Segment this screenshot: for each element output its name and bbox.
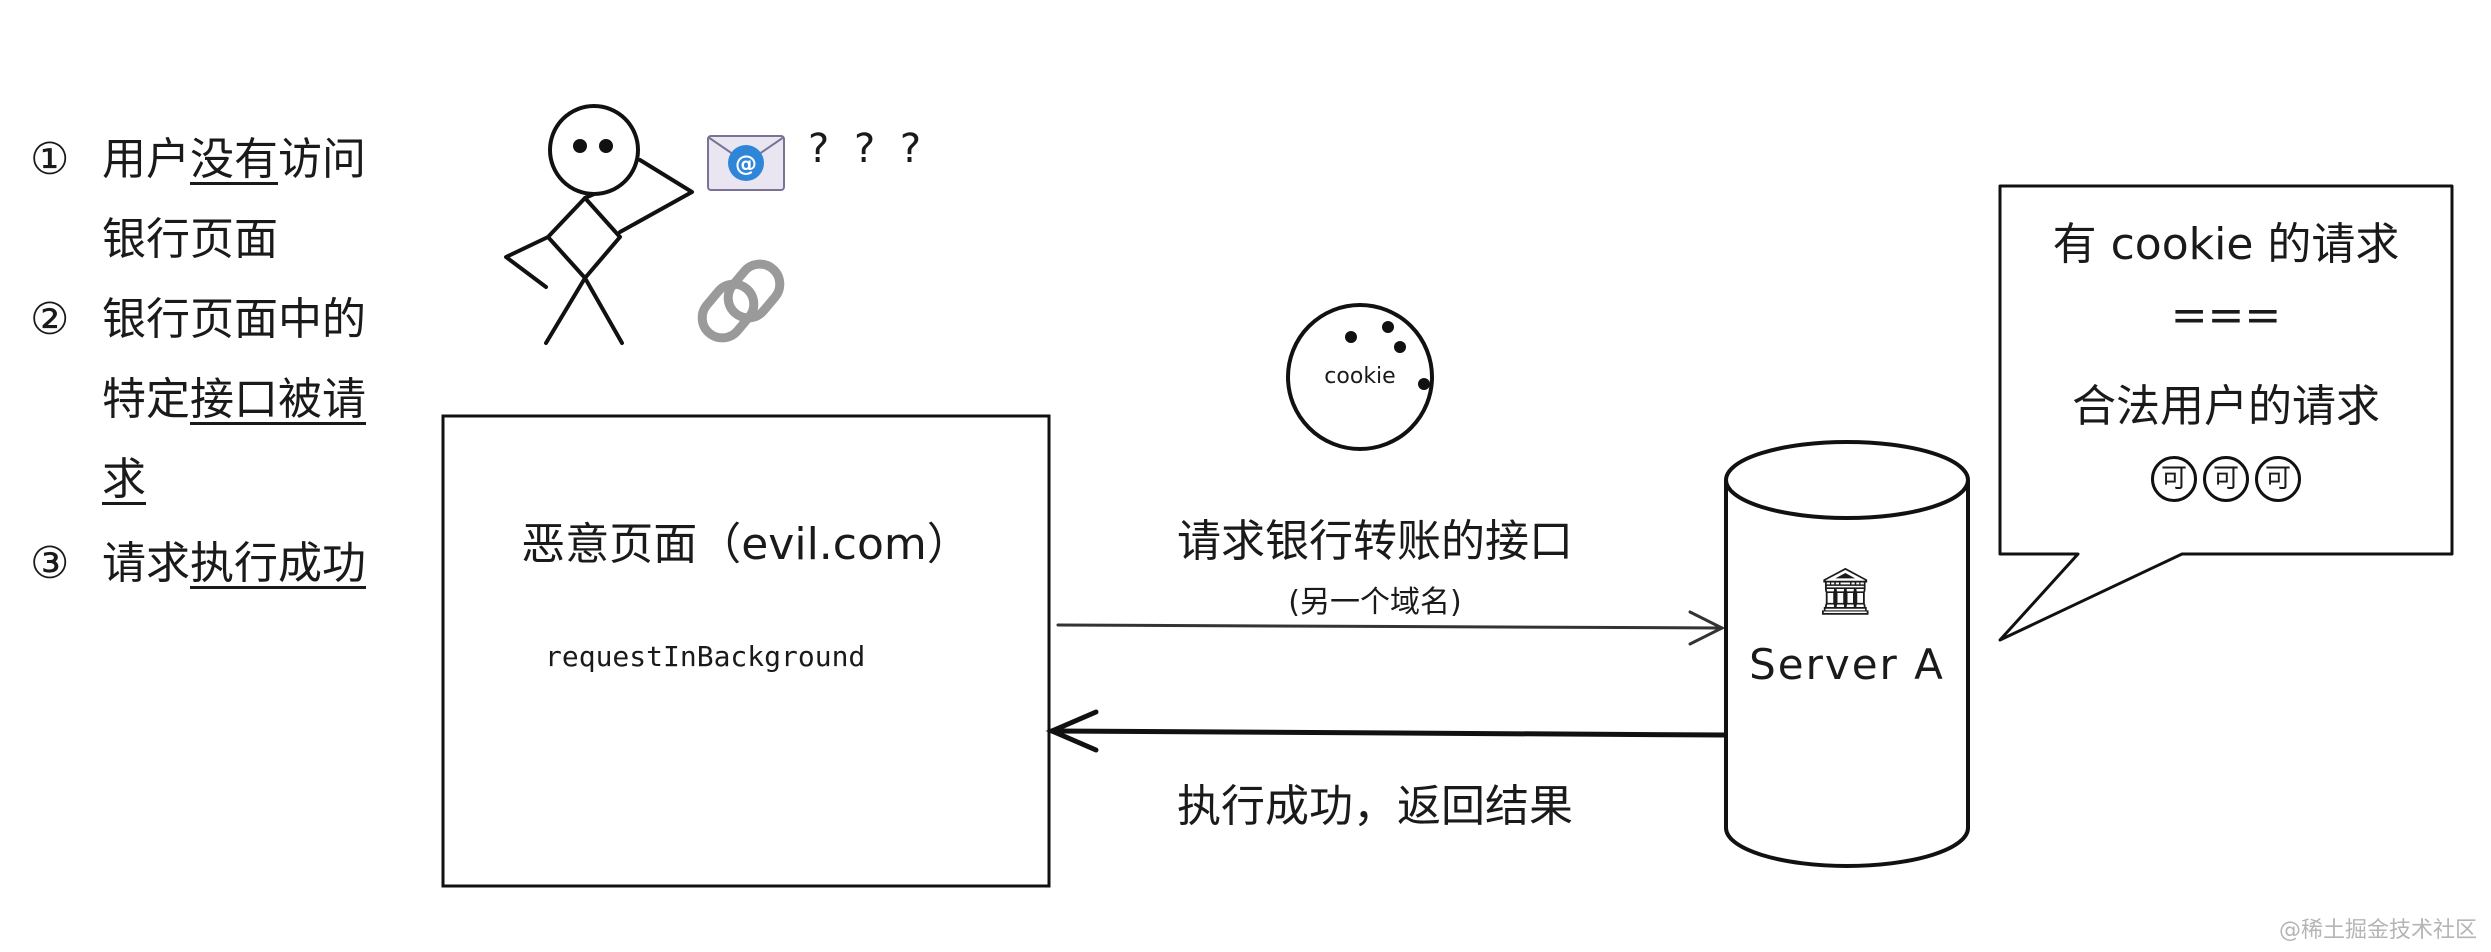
bubble-line-3: 合法用户的请求 xyxy=(2072,381,2380,432)
question-marks: ? ? ? xyxy=(808,126,928,172)
step-1-number: ① xyxy=(30,134,70,185)
step-2-line-1: ② 银行页面中的 xyxy=(30,280,366,360)
malicious-page-title: 恶意页面（evil.com） xyxy=(521,519,971,570)
request-arrow xyxy=(1056,610,1726,646)
step-text: 特定 xyxy=(102,374,190,425)
emoji-char: 可 xyxy=(2151,456,2197,502)
step-text: 银行页面中的 xyxy=(102,294,366,345)
malicious-page-box xyxy=(441,414,1051,888)
step-text-underlined: 接口被请 xyxy=(190,374,366,425)
step-2-line-2: 特定接口被请 xyxy=(102,360,366,440)
bubble-line-2: === xyxy=(2170,290,2282,341)
cookie-label: cookie xyxy=(1324,364,1396,389)
emoji-char: 可 xyxy=(2203,456,2249,502)
step-text-underlined: 执行成功 xyxy=(190,538,366,589)
cookie-icon xyxy=(1286,303,1434,451)
svg-text:@: @ xyxy=(735,152,757,177)
step-1-line-1: ① 用户没有访问 xyxy=(30,120,366,200)
step-text: 银行页面 xyxy=(102,214,278,265)
step-3-line-1: ③ 请求执行成功 xyxy=(30,524,366,604)
step-text: 用户 xyxy=(102,134,190,185)
stick-figure xyxy=(504,104,694,345)
emoji-char: 可 xyxy=(2255,456,2301,502)
speech-bubble-shape xyxy=(1998,184,2454,642)
step-text: 访问 xyxy=(278,134,366,185)
watermark: @稀土掘金技术社区 xyxy=(2278,918,2477,943)
step-text-underlined: 求 xyxy=(102,454,146,505)
response-arrow xyxy=(1045,709,1727,753)
envelope-icon: @ xyxy=(707,135,785,191)
request-sublabel: (另一个域名) xyxy=(1288,585,1462,620)
bank-icon: 🏛 xyxy=(1816,564,1875,618)
step-text-underlined: 没有 xyxy=(190,134,278,185)
server-label: Server A xyxy=(1749,640,1945,689)
bubble-emoji-row: 可 可 可 xyxy=(2000,456,2452,502)
server-cylinder xyxy=(1724,440,1970,868)
request-label: 请求银行转账的接口 xyxy=(1177,516,1573,567)
response-label: 执行成功，返回结果 xyxy=(1177,781,1573,832)
step-2-line-3: 求 xyxy=(102,440,146,520)
bubble-line-1: 有 cookie 的请求 xyxy=(2052,219,2400,270)
link-icon xyxy=(697,259,785,343)
malicious-page-code: requestInBackground xyxy=(545,640,866,673)
step-3-number: ③ xyxy=(30,538,70,589)
step-text: 请求 xyxy=(102,538,190,589)
step-2-number: ② xyxy=(30,294,70,345)
step-1-line-2: 银行页面 xyxy=(102,200,278,280)
